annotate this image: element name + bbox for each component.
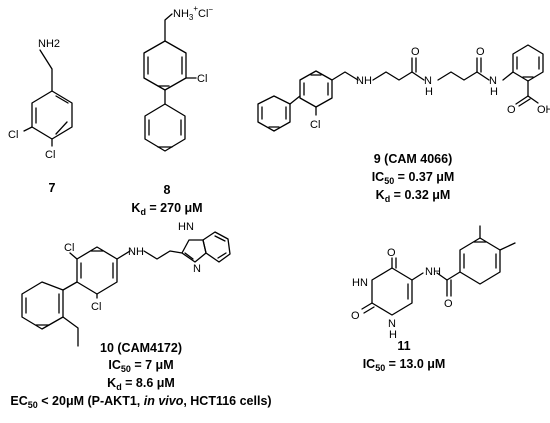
compound-10-ec50: EC50 < 20μM (P-AKT1, in vivo, HCT116 cel… <box>10 394 271 410</box>
compound-7-structure: NH2 Cl Cl <box>8 38 73 161</box>
compound-10-cl-label: Cl <box>91 301 101 313</box>
compound-7-ring <box>31 90 73 140</box>
compound-11-amide-bond <box>436 272 448 281</box>
compound-8-upper-ring <box>143 40 187 91</box>
compound-11-amide-bond <box>411 272 424 281</box>
compound-10-structure: Cl Cl NH HN N <box>21 221 231 347</box>
compound-9-linker <box>372 71 413 81</box>
compound-7-cl-label: Cl <box>45 149 55 161</box>
compound-10-phenyl-ring <box>21 281 64 330</box>
compound-10-benzo-ring <box>202 231 231 263</box>
compound-9-structure: NH O N H O N H O OH Cl <box>257 44 550 132</box>
compound-8-structure: NH3+Cl− Cl <box>143 4 213 152</box>
compound-11-methyl <box>499 242 516 251</box>
compound-9-kd: Kd = 0.32 μM <box>376 188 451 204</box>
compound-10-ethyl <box>62 316 79 347</box>
compound-7-number: 7 <box>49 181 56 195</box>
compound-10-double-bond <box>184 252 194 260</box>
caption-compound-7: 7 <box>49 181 56 195</box>
compound-7-double-bond <box>55 121 68 135</box>
compound-10-chain <box>143 250 183 260</box>
compound-10-double-bond <box>214 235 226 242</box>
compound-11-o-label: O <box>387 247 396 259</box>
caption-compound-11: 11 IC50 = 13.0 μM <box>363 339 446 373</box>
compound-10-ic50: IC50 = 7 μM <box>108 358 173 374</box>
compound-10-biaryl-bond <box>62 281 78 291</box>
compound-9-biaryl-bond <box>289 95 301 105</box>
compound-9-linker <box>331 71 359 81</box>
compound-11-h-label: H <box>389 329 397 341</box>
compound-11-carbonyl <box>363 306 375 314</box>
compound-8-kd: Kd = 270 μM <box>131 201 202 217</box>
compound-8-chain <box>164 13 173 42</box>
compound-9-cl-label: Cl <box>310 119 320 131</box>
compound-11-nh-label: NH <box>425 266 441 278</box>
compound-8-cl-label: Cl <box>197 73 207 85</box>
compound-11-number: 11 <box>397 339 410 353</box>
compound-8-nh3-label: NH3+Cl− <box>173 4 213 22</box>
compound-11-structure: HN O O O NH N H <box>351 225 516 341</box>
compound-9-n-label: N <box>489 75 497 87</box>
compound-9-acid-bond <box>518 98 531 107</box>
compound-7-nh2-label: NH2 <box>38 38 60 50</box>
compound-9-linker <box>502 71 514 81</box>
compound-10-hn-label: HN <box>178 221 194 233</box>
compound-7-chain <box>39 49 53 92</box>
compound-9-h-label: H <box>425 86 433 98</box>
compound-11-n-label: N <box>388 318 396 330</box>
compound-9-number: 9 (CAM 4066) <box>374 152 453 166</box>
compound-11-hn-label: HN <box>352 277 368 289</box>
compound-10-cl-bond <box>69 252 78 260</box>
compound-11-o-label: O <box>444 298 453 310</box>
compound-11-dimethylphenyl-ring <box>459 237 501 285</box>
compound-9-o-label: O <box>411 46 420 58</box>
compound-9-linker <box>476 71 490 81</box>
compound-10-nh-label: NH <box>128 246 144 258</box>
compound-9-phenyl-ring <box>257 95 291 132</box>
compound-11-amide-bond <box>446 271 461 281</box>
compound-10-dichloro-ring <box>76 246 118 295</box>
compound-10-number: 10 (CAM4172) <box>100 341 182 355</box>
compound-10-imidazole-ring <box>181 239 207 263</box>
compound-9-acid-bond <box>515 95 529 105</box>
compound-9-o-label: O <box>507 104 516 116</box>
compound-9-n-label: N <box>424 75 432 87</box>
caption-compound-9: 9 (CAM 4066) IC50 = 0.37 μM Kd = 0.32 μM <box>372 152 455 204</box>
compound-9-linker <box>411 71 425 81</box>
compound-9-oh-label: OH <box>537 104 550 116</box>
caption-compound-8: 8 Kd = 270 μM <box>131 183 202 217</box>
compound-10-double-bond <box>217 252 227 259</box>
compound-9-h-label: H <box>490 86 498 98</box>
compound-9-ic50: IC50 = 0.37 μM <box>372 170 455 186</box>
compound-10-cl-label: Cl <box>64 242 74 254</box>
caption-compound-10: 10 (CAM4172) IC50 = 7 μM Kd = 8.6 μM EC5… <box>10 341 271 410</box>
compound-9-chloro-ring <box>299 70 333 108</box>
compound-8-number: 8 <box>164 183 171 197</box>
compound-11-carbonyl <box>361 302 373 310</box>
compound-10-kd: Kd = 8.6 μM <box>107 376 175 392</box>
compound-7-double-bond <box>55 95 69 104</box>
compound-9-acid-bond <box>527 95 539 104</box>
compound-11-ic50: IC50 = 13.0 μM <box>363 357 446 373</box>
compound-8-lower-ring <box>144 103 186 152</box>
compound-9-nh-label: NH <box>356 75 372 87</box>
compound-11-uracil-ring <box>371 267 413 316</box>
compound-10-n-label: N <box>193 263 201 275</box>
compound-7-cl-bond <box>23 126 33 132</box>
compound-10-chain <box>116 250 131 260</box>
compound-11-o-label: O <box>351 310 360 322</box>
compound-7-cl-label: Cl <box>8 129 18 141</box>
compound-9-o-label: O <box>476 46 485 58</box>
compound-9-linker <box>437 71 478 81</box>
